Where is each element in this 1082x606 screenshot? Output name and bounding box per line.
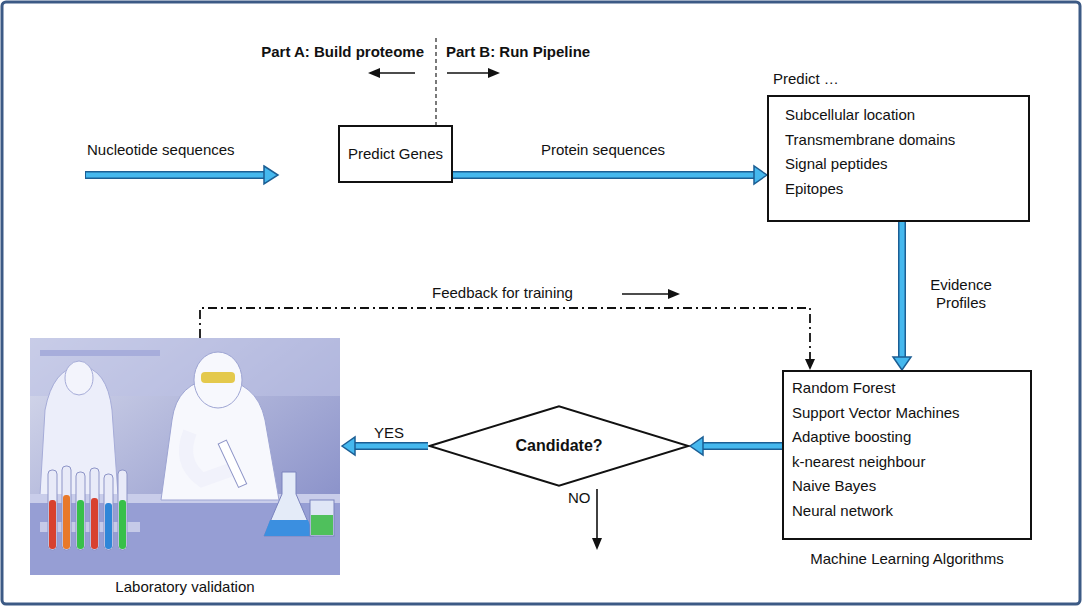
dash-dot-line (200, 308, 810, 361)
arrow-shaft-outline (453, 171, 756, 179)
list-item: Epitopes (785, 177, 1014, 202)
box-outline: Subcellular locationTransmembrane domain… (767, 95, 1030, 222)
part-divider (435, 38, 436, 130)
arrow-shaft (453, 173, 756, 178)
process-box: Predict Genes (338, 125, 453, 183)
arrow-head (805, 359, 815, 370)
lab-photo (30, 338, 340, 575)
decision-diamond: Candidate? (428, 405, 690, 487)
edge-label: YES (372, 424, 406, 442)
lab-photo-node: Laboratory validation (30, 338, 340, 596)
part-label: Part A: Build proteome (261, 43, 424, 61)
prediction-box: Predict … Subcellular locationTransmembra… (767, 70, 1030, 222)
algorithm-box: Random ForestSupport Vector MachinesAdap… (782, 370, 1032, 568)
list-item: Naive Bayes (792, 474, 1018, 499)
arrow-head (690, 437, 703, 455)
list-item: Support Vector Machines (792, 401, 1018, 426)
arrow-shaft (353, 444, 428, 449)
list-item: Signal peptides (785, 152, 1014, 177)
part-label: Part B: Run Pipeline (446, 43, 590, 61)
list-item: Transmembrane domains (785, 128, 1014, 153)
arrow-head (342, 437, 355, 455)
part-b-arrow (447, 68, 500, 78)
edge-label: Feedback for training (430, 284, 575, 302)
photo-caption: Laboratory validation (30, 578, 340, 596)
input-arrow (85, 166, 278, 184)
flow-label: Nucleotide sequences (87, 141, 235, 159)
flow-arrow (893, 222, 911, 370)
photo-area (30, 338, 340, 575)
arrow-shaft (701, 444, 782, 449)
branch-label: NO (568, 489, 591, 507)
arrow-head (893, 357, 911, 370)
list-item: Adaptive boosting (792, 425, 1018, 450)
feedback-direction-arrow (622, 289, 680, 299)
flow-arrow (453, 166, 767, 184)
no-arrow (592, 489, 602, 550)
edge-label: Protein sequences (539, 141, 667, 159)
arrow-head (754, 166, 767, 184)
list-item: Random Forest (792, 376, 1018, 401)
arrow-shaft (900, 222, 905, 359)
arrow-shaft-outline (701, 442, 782, 450)
box-heading: Predict … (767, 70, 1030, 88)
arrow-shaft-outline (353, 442, 428, 450)
list-item: k-nearest neighbour (792, 450, 1018, 475)
box-heading: Machine Learning Algorithms (782, 550, 1032, 568)
feedback-connector (200, 308, 815, 370)
decision-label: Candidate? (515, 437, 602, 455)
part-a-arrow (368, 68, 415, 78)
edge-label: Evidence Profiles (918, 276, 1004, 312)
diamond-shape (430, 406, 689, 486)
list-item: Neural network (792, 499, 1018, 524)
box-label: Predict Genes (348, 145, 443, 163)
flow-arrow (690, 437, 782, 455)
box-outline: Random ForestSupport Vector MachinesAdap… (782, 370, 1032, 540)
arrow-shaft-outline (898, 222, 906, 359)
list-item: Subcellular location (785, 103, 1014, 128)
